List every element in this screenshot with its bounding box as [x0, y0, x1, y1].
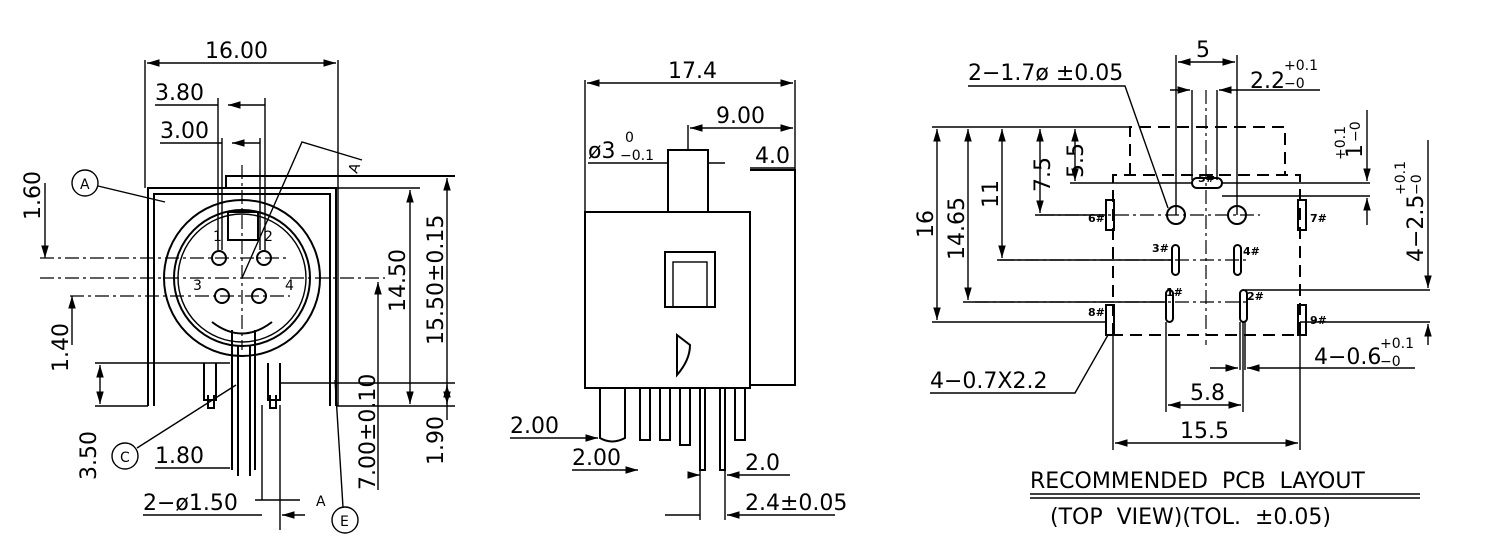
dim-2-00-a: 2.00 — [510, 414, 559, 439]
pcb-layout-subtitle: (TOP VIEW)(TOL. ±0.05) — [1050, 505, 1331, 530]
dim-15-50: 15.50±0.15 — [424, 215, 449, 345]
callout-a: A — [80, 177, 90, 193]
section-mark-bottom: A — [316, 494, 326, 510]
dim-holes: 2−1.7ø ±0.05 — [968, 61, 1123, 86]
pin-label: 3# — [1152, 242, 1169, 255]
side-front-shell — [750, 169, 796, 386]
dim-4-2-5-tol-plus: +0.1 — [1393, 161, 1409, 195]
pad-7 — [1297, 199, 1307, 231]
dim-5-8: 5.8 — [1190, 381, 1225, 406]
side-latch — [676, 332, 692, 378]
side-pins — [599, 388, 746, 471]
top-block — [225, 175, 455, 188]
pin-label: 2# — [1247, 290, 1264, 303]
dim-9-00: 9.00 — [716, 104, 765, 129]
pin-label: 6# — [1088, 212, 1105, 225]
dim-diameter: ø3 — [588, 139, 615, 164]
dim-diameter-tol-lower: −0.1 — [620, 148, 654, 164]
callout-circle-a — [71, 169, 99, 197]
dim-11: 11 — [979, 180, 1004, 208]
dim-width: 16.00 — [205, 39, 268, 64]
dim-pin-outer: 3.80 — [155, 81, 204, 106]
dim-4-0-6: 4−0.6 — [1314, 345, 1381, 370]
pcb-layout-title: RECOMMENDED PCB LAYOUT — [1030, 469, 1365, 494]
dim-15-5: 15.5 — [1180, 419, 1229, 444]
pin-label: 1# — [1166, 286, 1183, 299]
dim-1-tol-minus: −0 — [1348, 121, 1364, 142]
dim-1-60: 1.60 — [21, 171, 46, 220]
dim-1-40: 1.40 — [49, 323, 74, 372]
pin-label: 7# — [1310, 212, 1327, 225]
callout-e: E — [340, 514, 349, 530]
callout-circle-e — [331, 506, 359, 534]
dim-2-4: 2.4±0.05 — [745, 491, 847, 516]
pin-label: 5# — [1198, 172, 1215, 185]
dim-7-5: 7.5 — [1031, 157, 1056, 192]
side-legs — [203, 363, 281, 401]
dim-holes: 2−ø1.50 — [143, 491, 238, 516]
pin-label: 2 — [264, 229, 273, 245]
dim-1-90: 1.90 — [424, 416, 449, 465]
pin-label: 9# — [1310, 314, 1327, 327]
front-view: 1 2 3 4 16.00 3.80 3.00 A 1.60 1.40 3.50… — [21, 39, 455, 534]
dim-3-50: 3.50 — [77, 431, 102, 480]
center-leg — [231, 330, 256, 476]
dim-2-2-tol-plus: +0.1 — [1284, 58, 1318, 74]
dim-1: 1 — [1343, 144, 1368, 158]
pad-8 — [1105, 304, 1115, 336]
dim-4-0: 4.0 — [755, 144, 790, 169]
pin-label: 4# — [1243, 245, 1260, 258]
pcb-layout: 1# 2# 3# 4# 5# 6# 7# 8# 9# 5 2.2 +0.1 −0… — [914, 38, 1432, 530]
dim-4-0-6-tol-minus: −0 — [1380, 354, 1401, 370]
dim-4-2-5: 4−2.5 — [1404, 195, 1429, 262]
dim-14-50: 14.50 — [386, 249, 411, 312]
dim-14-65: 14.65 — [945, 197, 970, 260]
dim-4-0-6-tol-plus: +0.1 — [1380, 336, 1414, 352]
dim-2-2-tol-minus: −0 — [1284, 76, 1305, 92]
dim-2-2: 2.2 — [1250, 69, 1285, 94]
pad-4 — [1233, 244, 1242, 276]
dim-7-00: 7.00±0.10 — [356, 374, 381, 490]
pad-9 — [1297, 304, 1307, 336]
dim-1-tol-plus: +0.1 — [1333, 126, 1349, 160]
side-body — [584, 211, 751, 389]
side-view: 17.4 9.00 ø3 0 −0.1 4.0 2.00 2.00 2.0 2.… — [510, 59, 847, 520]
dim-2-0: 2.0 — [745, 451, 780, 476]
outline-top — [1129, 126, 1286, 175]
dim-2-00-b: 2.00 — [572, 446, 621, 471]
dim-diameter-tol-upper: 0 — [625, 130, 634, 146]
pad-2 — [1239, 289, 1248, 323]
dim-4-2-5-tol-minus: −0 — [1409, 174, 1425, 195]
pad-1 — [1165, 289, 1174, 323]
dim-pin-inner: 3.00 — [160, 119, 209, 144]
pin-label: 3 — [193, 278, 202, 294]
dim-5: 5 — [1196, 38, 1210, 63]
callout-c: C — [120, 450, 130, 466]
pin-label: 4 — [285, 278, 294, 294]
dim-5-5: 5.5 — [1064, 143, 1089, 178]
dim-length: 17.4 — [668, 59, 717, 84]
side-boss — [667, 149, 709, 213]
callout-circle-c — [111, 442, 139, 470]
dim-slots: 4−0.7X2.2 — [930, 369, 1047, 394]
dim-1-80: 1.80 — [155, 444, 204, 469]
section-mark-top: A — [346, 161, 364, 176]
key-notch — [227, 211, 259, 241]
pin-label: 8# — [1088, 306, 1105, 319]
dim-16: 16 — [914, 210, 939, 238]
